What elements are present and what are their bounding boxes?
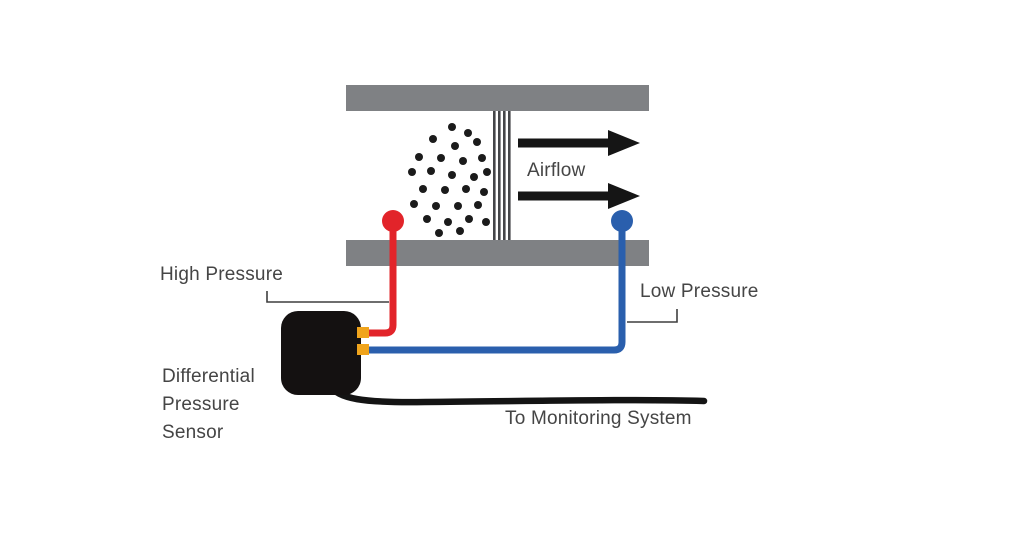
monitoring-cable [325, 381, 708, 406]
airflow-arrow-top [518, 130, 640, 156]
particle-dots [408, 123, 491, 237]
low-pressure-leader-line [627, 309, 678, 323]
airflow-label: Airflow [527, 160, 586, 181]
low-pressure-label: Low Pressure [640, 281, 759, 302]
high-pressure-label: High Pressure [160, 264, 283, 285]
duct-wall-top [346, 85, 649, 111]
sensor-port-low [357, 344, 369, 355]
sensor-port-high [357, 327, 369, 338]
high-pressure-leader-line [266, 291, 389, 303]
high-pressure-tube [368, 224, 397, 337]
filter-lines [493, 111, 511, 240]
high-pressure-probe [382, 210, 404, 232]
sensor-label: Differential Pressure Sensor [162, 366, 255, 443]
low-pressure-tube [368, 224, 626, 354]
airflow-arrow-bottom [518, 183, 640, 209]
sensor-body [281, 311, 361, 395]
monitoring-label: To Monitoring System [505, 408, 692, 429]
low-pressure-probe [611, 210, 633, 232]
